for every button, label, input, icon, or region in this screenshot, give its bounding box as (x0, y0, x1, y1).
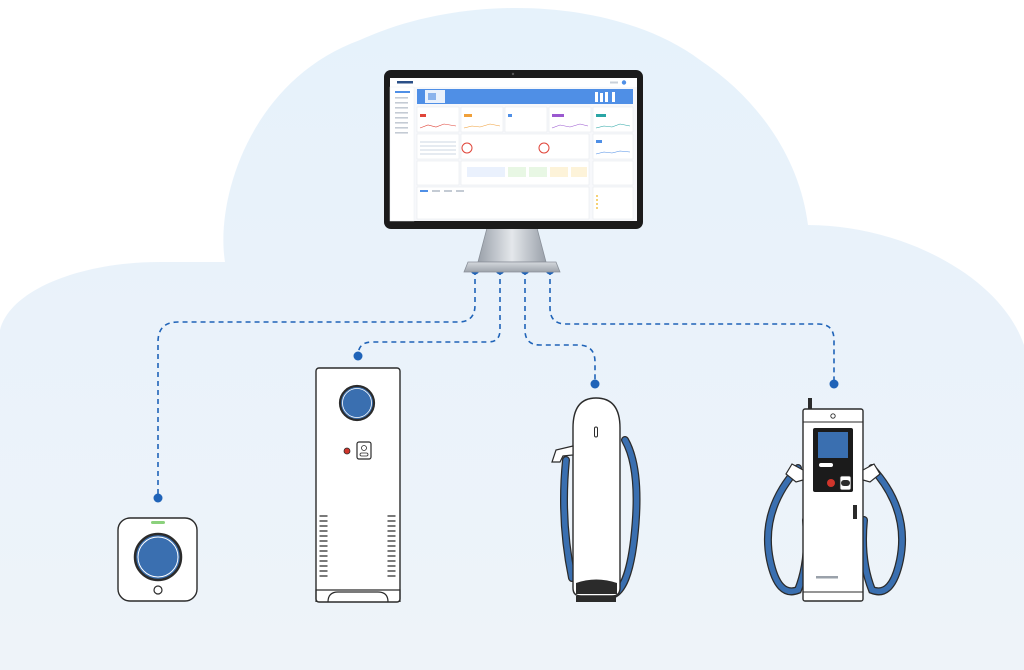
dc-fast-charger-icon (763, 398, 907, 602)
camera-icon (511, 72, 515, 76)
wall-box-charger-icon (117, 517, 198, 602)
connector-lines (157, 270, 835, 498)
connector-dc-charger (549, 270, 835, 384)
node-dot (590, 379, 600, 389)
node-dot (829, 379, 839, 389)
connector-wall-charger (157, 270, 476, 498)
connector-pillar-charger (524, 270, 596, 384)
cloud-background (0, 8, 1024, 670)
pedestal-charger-icon (551, 397, 641, 602)
monitor-stand-neck (477, 227, 547, 263)
vent-slats-left (319, 515, 328, 577)
dashboard-stat-cards (416, 106, 634, 133)
dashboard-screen (389, 78, 637, 222)
dashboard-sidebar (389, 86, 415, 222)
cabinet-charger-icon (315, 367, 401, 603)
monitor (384, 70, 643, 273)
node-dot (353, 351, 363, 361)
connector-cabinet-charger (357, 270, 501, 357)
monitor-stand-base (463, 261, 561, 273)
dashboard-banner (417, 89, 633, 104)
node-dot (153, 493, 163, 503)
vent-slats-right (387, 515, 396, 577)
